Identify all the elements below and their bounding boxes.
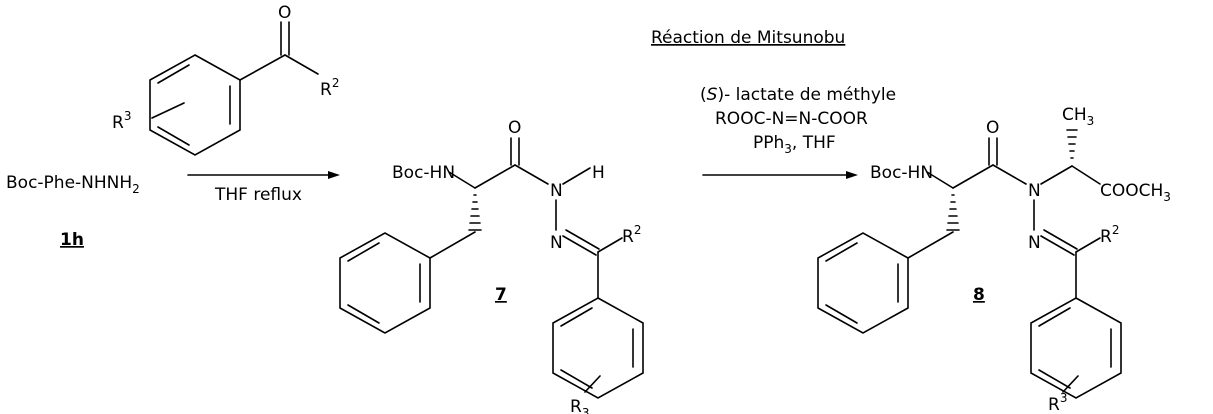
carbonyl-r2-bond	[284, 54, 319, 75]
prod-c-r2-bond	[1075, 237, 1101, 253]
prod-ring-r3-label: R3	[1048, 391, 1067, 414]
start-name: Boc-Phe-NHNH2	[6, 173, 140, 196]
ring-double-bond	[1038, 369, 1071, 389]
int-ca-co-bond	[474, 164, 516, 189]
int-cn-double	[562, 235, 597, 256]
ring-double-bond	[157, 64, 190, 84]
prod-ca-co-bond	[952, 164, 994, 189]
prod-co-n-bond	[992, 164, 1027, 185]
ring-double-bond	[347, 242, 380, 262]
prod-ring-r3-bond	[1062, 375, 1079, 393]
r3-bond	[151, 102, 185, 119]
prod-hash-wedge	[946, 194, 960, 231]
int-boc-label: Boc-HN	[392, 163, 455, 183]
prod-boc-label: Boc-HN	[870, 163, 933, 183]
prod-ch2-phenyl-bond	[907, 231, 954, 259]
prod-cn-double	[1040, 235, 1075, 256]
step2-title: Réaction de Mitsunobu	[651, 28, 845, 48]
int-aryl-ring	[552, 297, 644, 399]
int-co-n-bond	[514, 164, 549, 185]
int-h: H	[592, 163, 605, 183]
step1-r3-label: R3	[112, 109, 131, 133]
aryl-ketone-ring	[149, 54, 241, 156]
int-phenyl-ring	[339, 232, 431, 334]
step1: R3 O R2 THF reflux	[112, 3, 340, 205]
prod-r2-label: R2	[1100, 223, 1119, 247]
product-8: Boc-HN O N CH3 COOCH3 N	[817, 105, 1171, 414]
step1-carbonyl-o: O	[278, 3, 291, 23]
step2-reagent-1: (S)- lactate de méthyle	[700, 85, 896, 105]
ring-double-bond	[825, 304, 858, 324]
prod-cn-double	[1043, 229, 1078, 250]
intermediate-7: Boc-HN O N H N R2 R3	[339, 118, 644, 414]
prod-n-c-bond	[1040, 165, 1073, 185]
prod-phenyl-ring	[817, 232, 909, 334]
int-n-h-bond	[562, 167, 591, 185]
ring-double-bond	[560, 369, 593, 389]
step2-reagent-3: PPh3, THF	[753, 133, 836, 156]
ring-double-bond	[1038, 307, 1071, 327]
int-r2-label: R2	[622, 223, 641, 247]
int-nh-ca-bond	[448, 171, 476, 189]
prod-nh-ca-bond	[926, 171, 954, 189]
ring-double-bond	[560, 307, 593, 327]
step2-reagent-2: ROOC-N=N-COOR	[715, 109, 868, 129]
int-carbonyl-o: O	[508, 118, 521, 138]
int-ring-r3-label: R3	[570, 397, 589, 414]
int-n2: N	[550, 233, 563, 253]
ring-double-bond	[825, 242, 858, 262]
step1-r2-label: R2	[320, 76, 339, 100]
prod-methyl: CH3	[1062, 105, 1094, 128]
int-ch2-phenyl-bond	[429, 231, 476, 259]
prod-carbonyl-o: O	[986, 118, 999, 138]
prod-n2: N	[1028, 233, 1041, 253]
ring-double-bond	[157, 126, 190, 146]
prod-methyl-hash-wedge	[1066, 129, 1078, 159]
prod-c-ester-bond	[1071, 165, 1101, 185]
int-hash-wedge	[468, 194, 482, 231]
ring-carbonyl-bond	[239, 54, 286, 81]
start-code: 1h	[60, 230, 84, 250]
ring-double-bond	[347, 304, 380, 324]
starting-material: Boc-Phe-NHNH2 1h	[6, 173, 140, 250]
prod-n1: N	[1028, 181, 1041, 201]
step2: Réaction de Mitsunobu (S)- lactate de mé…	[651, 28, 896, 179]
int-ring-r3-bond	[584, 375, 601, 393]
step2-arrowhead	[846, 171, 858, 179]
int-c-r2-bond	[597, 237, 623, 253]
int-cn-double	[565, 229, 600, 250]
step1-condition: THF reflux	[214, 185, 302, 205]
prod-code: 8	[973, 285, 985, 305]
int-n1: N	[550, 181, 563, 201]
step1-arrowhead	[328, 171, 340, 179]
prod-aryl-ring	[1030, 297, 1122, 399]
int-code: 7	[495, 285, 507, 305]
prod-ester: COOCH3	[1100, 181, 1171, 204]
